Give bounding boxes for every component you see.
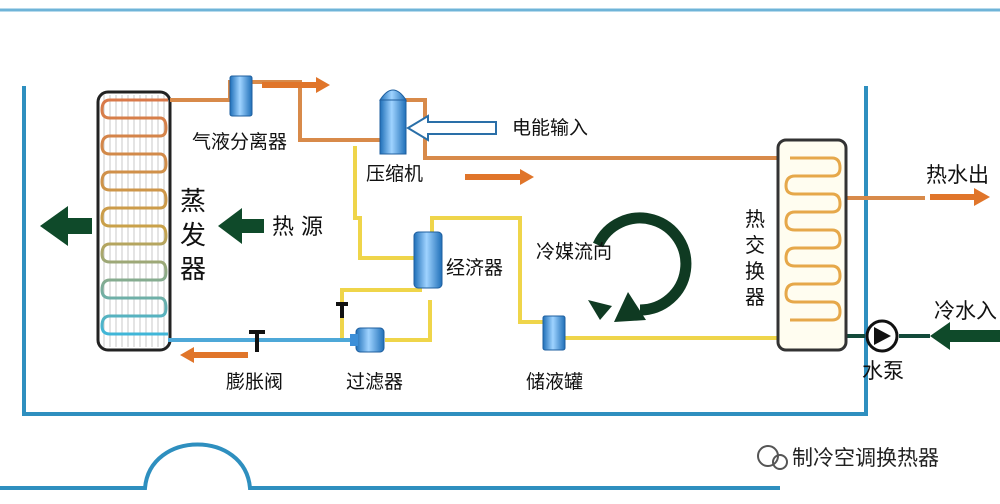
heat-outflow-arrow-icon xyxy=(40,206,92,246)
arrow-right-icon xyxy=(465,169,534,185)
unit-housing xyxy=(22,86,868,416)
heat-exchanger-label-char-4: 器 xyxy=(745,285,765,309)
arrow-right-icon xyxy=(262,77,330,93)
economizer xyxy=(413,231,443,289)
cold-water-arrow-icon xyxy=(930,322,1000,350)
evaporator-label-char-1: 蒸 xyxy=(180,187,206,217)
evaporator-coil xyxy=(100,98,168,336)
expansion-valve-icon xyxy=(249,330,265,352)
power-input-label: 电能输入 xyxy=(512,117,588,139)
compressor xyxy=(379,89,407,155)
filter-valve-icon xyxy=(336,302,348,318)
gas-liquid-separator-label: 气液分离器 xyxy=(192,131,287,153)
refrigerant-flow-circle-icon xyxy=(588,212,692,322)
arrow-right-icon xyxy=(930,188,990,206)
heat-exchanger-label-char-2: 交 xyxy=(745,233,765,257)
evaporator-label-char-2: 发 xyxy=(180,221,206,251)
heat-source-arrow-icon xyxy=(218,208,264,244)
hot-water-out-label: 热水出 xyxy=(926,163,989,187)
compressor-label: 压缩机 xyxy=(366,163,423,185)
watermark-text: 制冷空调换热器 xyxy=(792,446,939,470)
filter xyxy=(350,327,385,353)
water-pump-label: 水泵 xyxy=(862,359,904,383)
receiver-tank xyxy=(542,315,566,351)
arrow-left-icon xyxy=(180,347,248,363)
watermark: 制冷空调换热器 xyxy=(757,445,939,470)
flow-arrows-orange xyxy=(180,77,990,363)
heat-source-label: 热 源 xyxy=(272,215,323,240)
heat-exchanger xyxy=(776,138,848,352)
evaporator xyxy=(96,90,172,352)
base-arch xyxy=(0,442,780,490)
evaporator-label-char-3: 器 xyxy=(180,255,206,285)
filter-label: 过滤器 xyxy=(346,371,403,393)
refrigerant-flow-label: 冷媒流向 xyxy=(536,241,612,263)
heat-exchanger-label-char-1: 热 xyxy=(745,207,765,231)
gas-liquid-separator xyxy=(229,75,253,117)
expansion-valve-label: 膨胀阀 xyxy=(226,371,283,393)
water-pump-icon xyxy=(865,319,899,353)
cold-water-in-label: 冷水入 xyxy=(934,299,997,323)
heat-exchanger-label-char-3: 换 xyxy=(745,259,765,283)
receiver-label: 储液罐 xyxy=(526,371,583,393)
economizer-label: 经济器 xyxy=(446,257,503,279)
heat-exchanger-coil xyxy=(784,156,842,322)
power-input-arrow xyxy=(406,114,497,142)
